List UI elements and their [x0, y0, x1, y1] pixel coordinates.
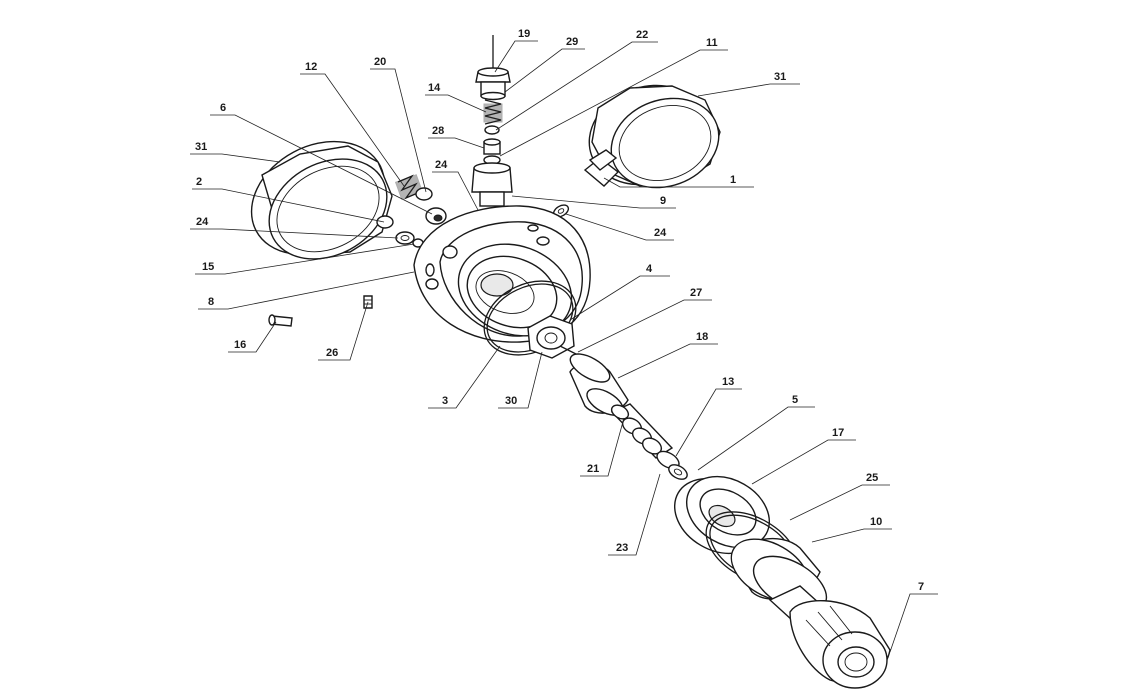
- leader-lines: [190, 40, 938, 653]
- callout-11: 11: [706, 37, 718, 49]
- callout-7: 7: [918, 581, 924, 593]
- callout-21: 21: [587, 463, 599, 475]
- callout-29: 29: [566, 36, 578, 48]
- callout-23: 23: [616, 542, 628, 554]
- piston-18: [569, 353, 629, 416]
- callout-17: 17: [832, 427, 844, 439]
- stem-21: [610, 403, 674, 459]
- bonnet-assembly: [673, 475, 828, 613]
- left-pressure-gauge: [250, 140, 394, 260]
- callout-28: 28: [432, 125, 444, 137]
- callout-labels: 19 29 22 11 31 12 20 14 28 6 31 24 1 2 9…: [195, 28, 924, 593]
- handle-knob-7: [768, 585, 891, 689]
- callout-6: 6: [220, 102, 226, 114]
- callout-12: 12: [305, 61, 317, 73]
- callout-5: 5: [792, 394, 798, 406]
- callout-10: 10: [870, 516, 882, 528]
- callout-13: 13: [722, 376, 734, 388]
- callout-14: 14: [428, 82, 441, 94]
- callout-25: 25: [866, 472, 878, 484]
- callout-30: 30: [505, 395, 517, 407]
- right-pressure-gauge: [583, 84, 721, 189]
- callout-18: 18: [696, 331, 708, 343]
- left-small-parts: [394, 174, 447, 248]
- callout-31-left: 31: [195, 141, 207, 153]
- callout-16: 16: [234, 339, 246, 351]
- callout-19: 19: [518, 28, 530, 40]
- callout-24-left: 24: [196, 216, 209, 228]
- callout-24-top: 24: [435, 159, 448, 171]
- callout-22: 22: [636, 29, 648, 41]
- callout-2: 2: [196, 176, 202, 188]
- washer-23: [668, 464, 688, 480]
- callout-20: 20: [374, 56, 386, 68]
- callout-4: 4: [646, 263, 653, 275]
- callout-9: 9: [660, 195, 666, 207]
- callout-15: 15: [202, 261, 214, 273]
- callout-26: 26: [326, 347, 338, 359]
- top-valve-stack: [471, 35, 513, 239]
- callout-31-right: 31: [774, 71, 786, 83]
- callout-1: 1: [730, 174, 736, 186]
- callout-8: 8: [208, 296, 214, 308]
- callout-24-right: 24: [654, 227, 667, 239]
- valve-seat-30: [527, 315, 581, 359]
- callout-27: 27: [690, 287, 702, 299]
- callout-3: 3: [442, 395, 448, 407]
- screw-16: [268, 314, 293, 327]
